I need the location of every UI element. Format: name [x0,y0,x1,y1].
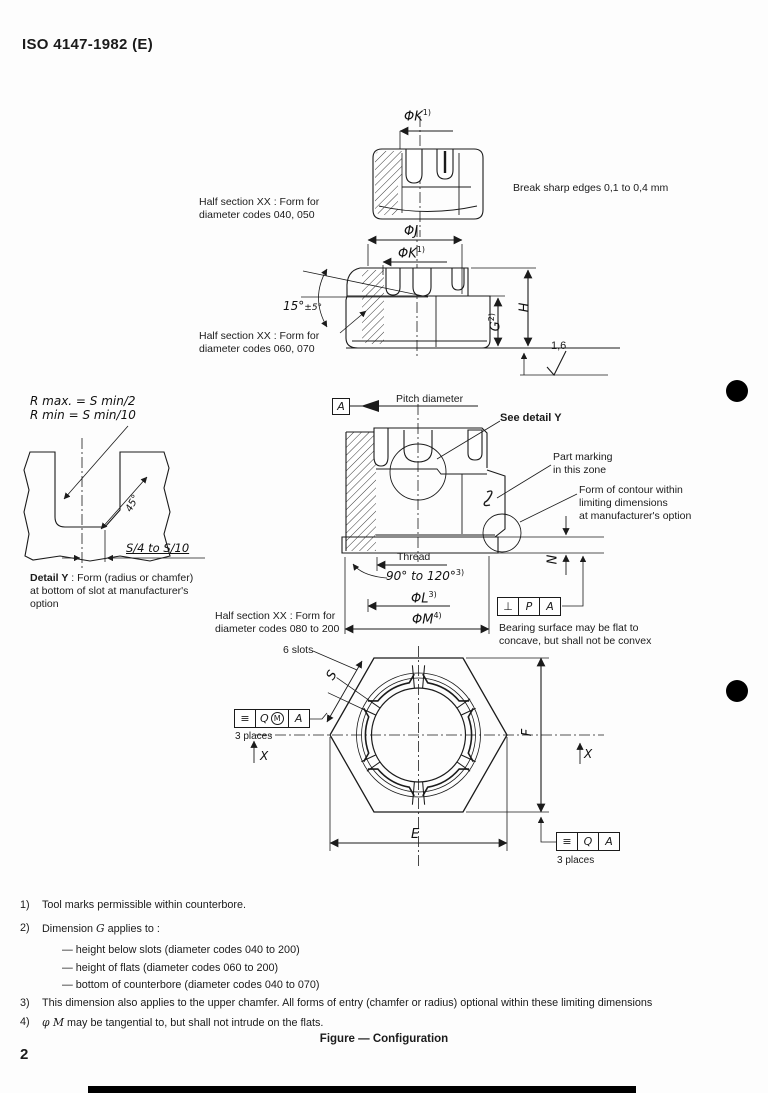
label-3-places-top: 3 places [235,731,273,742]
label-pitch-diameter: Pitch diameter [396,393,464,405]
label-break-edges: Break sharp edges 0,1 to 0,4 mm [513,182,669,194]
symmetry-icon: ≡ [235,710,256,727]
binding-mark-bottom [726,680,748,702]
hexagon-view [250,646,604,868]
dim-phiJ: ΦJ [404,224,419,239]
footnote-2c: — bottom of counterbore (diameter codes … [62,979,320,991]
dim-N: N [545,554,561,565]
symmetry-icon: ≡ [557,833,578,850]
view-040-050 [372,116,484,237]
formula-r-min: R min = S min/10 [30,408,136,422]
formula-r-max: R max. = S min/2 [30,394,136,408]
label-thread: Thread [397,551,431,563]
dim-E: E [411,827,420,842]
label-see-detail-y: See detail Y [500,412,562,424]
dim-phiK-top: ΦK1) [404,108,431,125]
dim-angle-90-120: 90° to 120°3) [386,568,465,583]
footnote-2a: — height below slots (diameter codes 040… [62,944,300,956]
dim-angle-15: 15°±5° [283,299,323,313]
dim-phiM: ΦM4) [412,611,442,628]
material-condition-icon: M [270,712,284,725]
dim-phiK-mid: ΦK1) [398,245,425,262]
dim-s4-s10: S/4 to S/10 [126,541,190,555]
detail-y [23,425,205,568]
datum-a-box: A [332,398,350,415]
binding-mark-top [726,380,748,402]
fcf-symmetry-flats: ≡ Q A [556,832,620,851]
scan-artifact-bar [88,1086,636,1093]
page-number: 2 [20,1046,29,1063]
fcf-perpendicularity: ⊥ P A [497,597,561,616]
footnote-2b: — height of flats (diameter codes 060 to… [62,962,279,974]
roughness-value: 1,6 [551,340,567,352]
view-080-200 [341,400,604,634]
label-six-slots: 6 slots [283,644,314,656]
label-3-places-bottom: 3 places [557,855,595,866]
dim-G: G2) [486,313,504,332]
dim-phiL: ΦL3) [411,590,437,607]
page-title: ISO 4147-1982 (E) [22,36,154,53]
dim-F: F [520,728,536,737]
dim-X-left: X [260,749,269,763]
label-detail-y: Detail Y : Form (radius or chamfer) at b… [30,572,194,610]
perpendicularity-icon: ⊥ [498,598,519,615]
figure-caption: Figure — Configuration [319,1033,449,1045]
dim-H: H [517,302,533,313]
dim-X-right: X [584,747,593,761]
view-060-070 [301,226,620,376]
